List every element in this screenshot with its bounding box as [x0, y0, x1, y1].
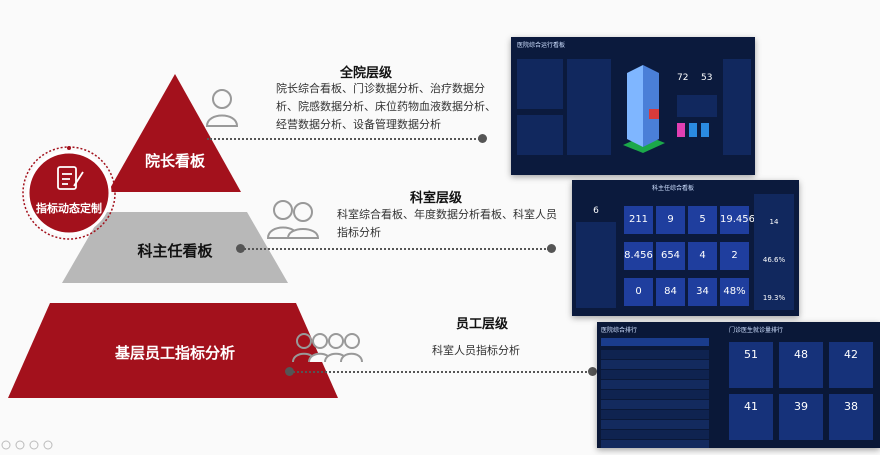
dashboard-hospital-screenshot: 医院综合运行看板 72 53 — [511, 37, 755, 175]
dashboard3-list-row — [601, 370, 709, 379]
connector-dot-department-right — [547, 244, 556, 253]
badge-circle — [26, 150, 112, 236]
connector-line-department — [241, 248, 549, 250]
dashboard2-ring-2: 46.6% — [762, 256, 786, 264]
pyramid-middle-tier — [62, 212, 288, 283]
dashboard2-metric-tile: 9 — [656, 206, 685, 234]
dashboard2-metric-tile: 84 — [656, 278, 685, 306]
dashboard3-list-row — [601, 400, 709, 409]
department-level-desc: 科室综合看板、年度数据分析看板、科室人员指标分析 — [337, 208, 557, 239]
dashboard3-list-row — [601, 410, 709, 419]
dashboard2-metric-tile: 48% — [720, 278, 749, 306]
dashboard3-rank-card: 48 — [779, 342, 823, 388]
dashboard3-list-row — [601, 360, 709, 369]
pyramid-bottom-tier — [8, 303, 338, 398]
dashboard3-rank-card: 39 — [779, 394, 823, 440]
dashboard3-list-row — [601, 380, 709, 389]
carousel-dots-icon — [1, 440, 53, 450]
two-people-icon — [266, 200, 320, 239]
department-level-title: 科室层级 — [410, 191, 463, 206]
carousel-dots[interactable] — [0, 436, 60, 450]
dashboard3-rank-card: 51 — [729, 342, 773, 388]
badge-label: 指标动态定制 — [36, 202, 102, 215]
staff-level-title: 员工层级 — [456, 317, 509, 332]
pyramid-top-label: 院长看板 — [144, 152, 205, 170]
hospital-level-title: 全院层级 — [340, 66, 393, 81]
connector-dot-staff-right — [588, 367, 597, 376]
dashboard1-gauge-1: 72 — [677, 73, 689, 83]
group-people-icon — [292, 333, 363, 363]
dashboard2-metric-tile: 4 — [688, 242, 717, 270]
dashboard3-list-row — [601, 350, 709, 359]
dashboard2-title: 科主任综合看板 — [652, 185, 695, 192]
dashboard3-left-title: 医院综合排行 — [601, 327, 638, 334]
pyramid-bottom-label: 基层员工指标分析 — [114, 344, 235, 362]
dashboard2-metric-tile: 654 — [656, 242, 685, 270]
dashboard2-metric-tile: 0 — [624, 278, 653, 306]
dashboard2-ring-1: 14 — [769, 218, 779, 226]
dashboard2-metric-tile: 211 — [624, 206, 653, 234]
dashboard3-list-row — [601, 390, 709, 399]
dashboard3-list-row — [601, 440, 709, 448]
hospital-level-desc: 院长综合看板、门诊数据分析、治疗数据分析、院感数据分析、床位药物血液数据分析、经… — [276, 82, 496, 131]
edit-document-icon — [57, 166, 84, 190]
dashboard3-rank-card: 38 — [829, 394, 873, 440]
dashboard1-title: 医院综合运行看板 — [517, 42, 566, 49]
connector-line-hospital — [207, 138, 483, 140]
badge-top-dot — [67, 146, 71, 150]
connector-line-staff — [290, 371, 594, 373]
dashboard3-list-row — [601, 430, 709, 439]
single-person-icon — [205, 89, 239, 127]
dashboard3-title: 门诊医生就诊量排行 — [729, 327, 784, 334]
dashboard2-metric-tile: 19.456 — [720, 206, 755, 234]
dashboard2-metric-tile: 8.456 — [624, 242, 653, 270]
dashboard3-rank-card: 41 — [729, 394, 773, 440]
dashboard2-ring-3: 19.3% — [762, 294, 786, 302]
dashboard1-gauge-2: 53 — [701, 73, 713, 83]
staff-level-desc: 科室人员指标分析 — [432, 344, 520, 357]
dashboard3-list-row — [601, 420, 709, 429]
pyramid-top-tier — [108, 74, 241, 192]
building-illustration — [623, 65, 665, 153]
pyramid-middle-label: 科主任看板 — [137, 242, 213, 260]
dashboard2-metric-tile: 2 — [720, 242, 749, 270]
dashboard2-side-value: 6 — [593, 206, 599, 216]
connector-dot-staff-left — [285, 367, 294, 376]
connector-dot-hospital — [478, 134, 487, 143]
dashboard3-rank-card: 42 — [829, 342, 873, 388]
dashboard2-metric-tile: 5 — [688, 206, 717, 234]
connector-dot-department-left — [236, 244, 245, 253]
dashboard2-metric-tile: 34 — [688, 278, 717, 306]
